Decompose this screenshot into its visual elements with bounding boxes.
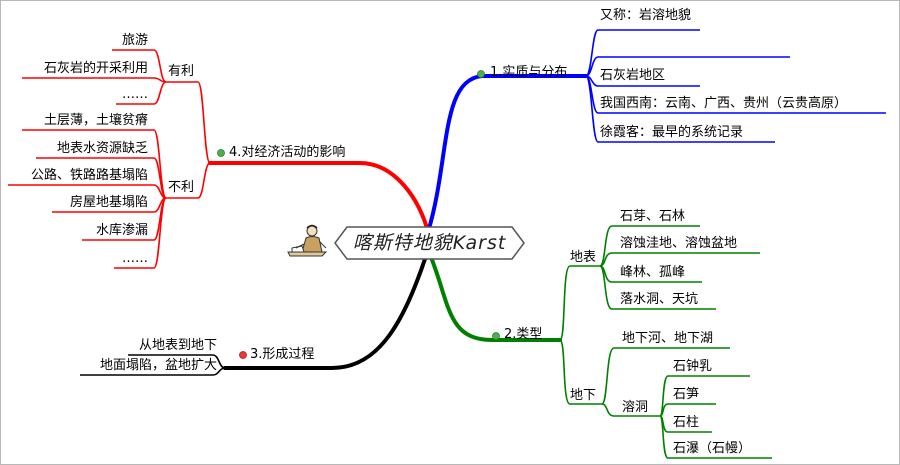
cave-label[interactable]: 溶洞 [622, 400, 649, 415]
favorable-item[interactable]: 石灰岩的开采利用 [43, 61, 148, 76]
branch-formation-curve [223, 248, 430, 370]
branch-impact-label[interactable]: 4.对经济活动的影响 [229, 145, 346, 160]
unfavorable-item[interactable]: 公路、铁路路基塌陷 [30, 168, 148, 183]
essence-record[interactable]: 徐霞客：最早的系统记录 [600, 125, 744, 140]
surface-item[interactable]: 溶蚀洼地、溶蚀盆地 [620, 236, 738, 251]
unfavorable-item[interactable]: 地表水资源缺乏 [56, 141, 148, 156]
impact-unfavorable-label[interactable]: 不利 [168, 180, 195, 195]
favorable-item[interactable]: …… [122, 87, 148, 102]
bullet-essence-icon [477, 70, 485, 78]
central-topic[interactable]: 喀斯特地貌Karst [333, 225, 526, 261]
branch-formation-label[interactable]: 3.形成过程 [250, 347, 315, 362]
formation-item[interactable]: 从地表到地下 [138, 338, 217, 353]
formation-sub-lines [80, 354, 226, 376]
essence-equation[interactable] [601, 36, 607, 57]
formation-item[interactable]: 地面塌陷，盆地扩大 [99, 358, 217, 373]
branch-essence-curve [426, 74, 588, 234]
surface-item[interactable]: 峰林、孤峰 [620, 265, 686, 280]
types-surface-label[interactable]: 地表 [570, 250, 597, 265]
central-topic-label: 喀斯特地貌Karst [352, 232, 507, 254]
central-topic-frame [334, 226, 525, 260]
essence-area[interactable]: 石灰岩地区 [600, 68, 666, 83]
branch-impact-curve [208, 161, 430, 234]
unfavorable-item[interactable]: 房屋地基塌陷 [69, 195, 148, 210]
impact-sub-lines [8, 49, 211, 269]
cave-item[interactable]: 石柱 [673, 415, 700, 430]
surface-item[interactable]: 石芽、石林 [620, 209, 686, 224]
branch-types-curve [426, 248, 562, 342]
essence-southwest[interactable]: 我国西南：云南、广西、贵州（云贵高原） [600, 96, 848, 111]
cave-item[interactable]: 石瀑（石幔） [673, 441, 752, 456]
types-underground-label[interactable]: 地下 [570, 388, 597, 403]
unfavorable-item[interactable]: 土层薄，土壤贫瘠 [43, 113, 148, 128]
scholar-icon [287, 224, 328, 257]
types-sub-lines [559, 225, 772, 459]
underground-river[interactable]: 地下河、地下湖 [622, 331, 714, 346]
essence-sub-lines [585, 29, 886, 143]
bullet-types-icon [492, 332, 500, 340]
cave-item[interactable]: 石笋 [673, 387, 700, 402]
impact-favorable-label[interactable]: 有利 [168, 64, 195, 79]
surface-item[interactable]: 落水洞、天坑 [620, 292, 699, 307]
bullet-formation-icon [239, 351, 247, 359]
branch-types-label[interactable]: 2.类型 [504, 327, 543, 342]
unfavorable-item[interactable]: …… [122, 251, 148, 266]
cave-item[interactable]: 石钟乳 [673, 359, 713, 374]
branch-essence-label[interactable]: 1.实质与分布 [490, 65, 568, 80]
essence-alias[interactable]: 又称：岩溶地貌 [600, 8, 692, 23]
bullet-impact-icon [217, 149, 225, 157]
unfavorable-item[interactable]: 水库渗漏 [95, 223, 148, 238]
favorable-item[interactable]: 旅游 [121, 33, 148, 48]
